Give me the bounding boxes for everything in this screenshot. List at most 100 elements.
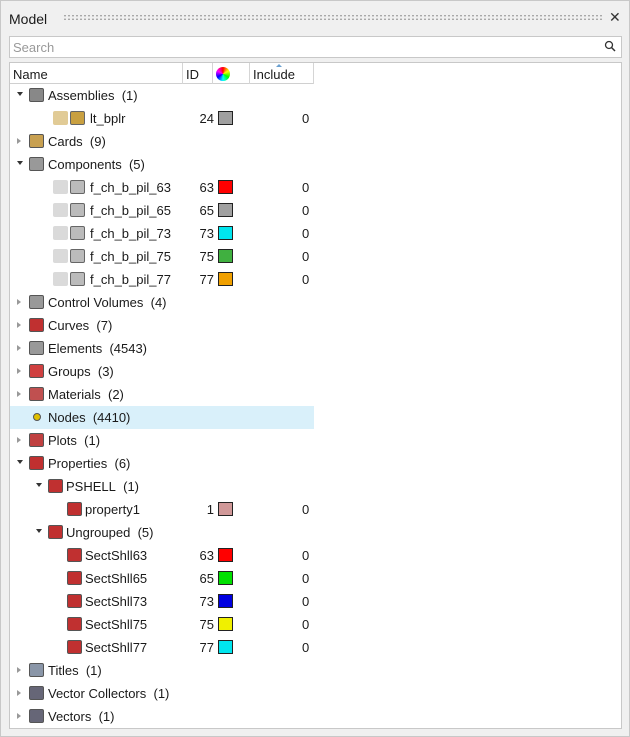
row-label: Titles [48, 663, 79, 678]
tree-row-groups[interactable]: Groups (3) [10, 360, 314, 383]
tree-row-components[interactable]: Components (5) [10, 153, 314, 176]
row-include: 0 [302, 111, 310, 126]
color-swatch[interactable] [218, 180, 233, 194]
expand-arrow-icon[interactable] [17, 437, 21, 443]
expand-arrow-icon[interactable] [17, 345, 21, 351]
assembly-folder-icon [53, 111, 68, 125]
curve-icon [29, 318, 44, 332]
search-box[interactable] [9, 36, 622, 58]
row-label: property1 [85, 502, 140, 517]
color-swatch[interactable] [218, 640, 233, 654]
expand-arrow-icon[interactable] [17, 713, 21, 719]
collapse-arrow-icon[interactable] [17, 161, 23, 165]
color-swatch[interactable] [218, 548, 233, 562]
color-swatch[interactable] [218, 594, 233, 608]
property-icon [29, 456, 44, 470]
search-input[interactable] [10, 37, 590, 57]
collapse-arrow-icon[interactable] [36, 529, 42, 533]
property-icon [48, 479, 63, 493]
control-volume-icon [29, 295, 44, 309]
close-icon[interactable]: ✕ [609, 9, 621, 25]
collapse-arrow-icon[interactable] [36, 483, 42, 487]
row-label: Curves [48, 318, 90, 333]
expand-arrow-icon[interactable] [17, 322, 21, 328]
tree-row-pshell[interactable]: PSHELL (1) [10, 475, 314, 498]
collapse-arrow-icon[interactable] [17, 92, 23, 96]
collapse-arrow-icon[interactable] [17, 460, 23, 464]
row-include: 0 [302, 502, 310, 517]
expand-arrow-icon[interactable] [17, 667, 21, 673]
color-swatch[interactable] [218, 571, 233, 585]
row-include: 0 [302, 640, 310, 655]
component-item-icon [53, 272, 68, 286]
tree-row-vector-collectors[interactable]: Vector Collectors (1) [10, 682, 314, 705]
column-header-color[interactable] [213, 63, 250, 84]
expand-arrow-icon[interactable] [17, 690, 21, 696]
plot-icon [29, 433, 44, 447]
color-swatch[interactable] [218, 502, 233, 516]
row-label: Control Volumes [48, 295, 144, 310]
column-header-id[interactable]: ID [183, 63, 213, 84]
tree-row-properties[interactable]: Properties (6) [10, 452, 314, 475]
row-label: Vectors [48, 709, 92, 724]
tree-row-titles[interactable]: Titles (1) [10, 659, 314, 682]
node-icon [33, 413, 41, 421]
tree-row-materials[interactable]: Materials (2) [10, 383, 314, 406]
color-swatch[interactable] [218, 111, 233, 125]
color-swatch[interactable] [218, 203, 233, 217]
property-icon [67, 617, 82, 631]
row-label: SectShll63 [85, 548, 148, 563]
row-count: (5) [137, 525, 154, 540]
tree-row-assemblies[interactable]: Assemblies (1) [10, 84, 314, 107]
column-header-include[interactable]: Include [250, 63, 314, 84]
expand-arrow-icon[interactable] [17, 391, 21, 397]
color-swatch[interactable] [218, 272, 233, 286]
color-swatch[interactable] [218, 617, 233, 631]
row-id: 77 [199, 272, 214, 287]
color-swatch[interactable] [218, 226, 233, 240]
model-tree: Name ID Include Assemblies (1) lt_bplr 24 0… [9, 62, 622, 729]
tree-row-curves[interactable]: Curves (7) [10, 314, 314, 337]
search-icon[interactable] [604, 40, 616, 52]
expand-arrow-icon[interactable] [17, 299, 21, 305]
tree-row-nodes[interactable]: Nodes (4410) [10, 406, 314, 429]
row-label: Cards [48, 134, 83, 149]
tree-row-cards[interactable]: Cards (9) [10, 130, 314, 153]
tree-row-plots[interactable]: Plots (1) [10, 429, 314, 452]
row-id: 24 [199, 111, 214, 126]
tree-row-elements[interactable]: Elements (4543) [10, 337, 314, 360]
panel-drag-handle[interactable] [63, 14, 603, 21]
color-wheel-icon [216, 67, 230, 81]
tree-row-control-volumes[interactable]: Control Volumes (4) [10, 291, 314, 314]
column-header-name[interactable]: Name [10, 63, 183, 84]
expand-arrow-icon[interactable] [17, 138, 21, 144]
expand-arrow-icon[interactable] [17, 368, 21, 374]
row-id: 63 [199, 180, 214, 195]
row-label: lt_bplr [90, 111, 126, 126]
row-count: (6) [114, 456, 131, 471]
tree-row-ungrouped[interactable]: Ungrouped (5) [10, 521, 314, 544]
panel-title: Model [9, 11, 48, 27]
row-label: SectShll65 [85, 571, 148, 586]
color-swatch[interactable] [218, 249, 233, 263]
row-id: 63 [199, 548, 214, 563]
row-label: SectShll75 [85, 617, 148, 632]
vector-icon [29, 709, 44, 723]
row-include: 0 [302, 249, 310, 264]
tree-row-vectors[interactable]: Vectors (1) [10, 705, 314, 728]
row-label: SectShll73 [85, 594, 148, 609]
row-count: (4) [150, 295, 167, 310]
tree-row-lt-bplr[interactable]: lt_bplr 24 0 [10, 107, 314, 130]
component-icon [29, 157, 44, 171]
